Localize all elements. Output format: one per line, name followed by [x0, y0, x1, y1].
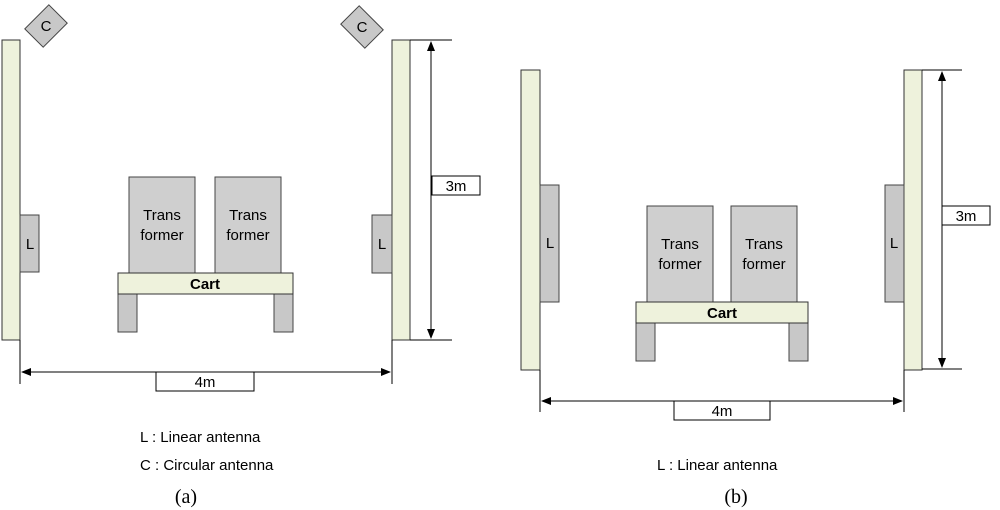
caption-a: (a)	[175, 486, 197, 508]
svg-text:L: L	[890, 235, 898, 252]
height-dimension-b: 3m	[922, 69, 991, 370]
svg-text:3m: 3m	[956, 208, 977, 225]
svg-text:former: former	[140, 227, 183, 244]
width-dimension-a: 4m	[19, 340, 393, 392]
svg-text:Trans: Trans	[229, 207, 267, 224]
transformer-a1: Trans former	[128, 176, 196, 274]
wall-left-b	[520, 69, 541, 371]
width-dimension-b: 4m	[539, 370, 905, 421]
wall-right	[391, 39, 411, 341]
svg-text:former: former	[226, 227, 269, 244]
svg-text:Cart: Cart	[707, 305, 737, 322]
svg-text:former: former	[742, 256, 785, 273]
svg-text:Cart: Cart	[190, 276, 220, 293]
transformer-b1: Trans former	[646, 205, 714, 303]
circular-antenna-right: C	[340, 5, 384, 49]
height-dimension-a: 3m	[410, 39, 481, 341]
panel-b: L L Trans former Trans former Cart	[520, 69, 991, 508]
svg-text:Trans: Trans	[143, 207, 181, 224]
linear-antenna-left-b: L	[539, 184, 560, 303]
svg-text:former: former	[658, 256, 701, 273]
linear-antenna-left: L	[19, 214, 40, 273]
transformer-a2: Trans former	[214, 176, 282, 274]
wall-left	[1, 39, 21, 341]
caption-b: (b)	[724, 486, 747, 508]
svg-text:C: C	[357, 19, 368, 36]
linear-antenna-right-b: L	[884, 184, 905, 303]
svg-text:L: L	[378, 236, 386, 253]
circular-antenna-left: C	[24, 4, 68, 48]
legend-circular-a: C : Circular antenna	[140, 457, 274, 474]
svg-text:L: L	[546, 235, 554, 252]
svg-text:4m: 4m	[712, 403, 733, 420]
svg-text:4m: 4m	[195, 374, 216, 391]
legend-linear-a: L : Linear antenna	[140, 429, 261, 446]
svg-text:Trans: Trans	[745, 236, 783, 253]
svg-text:C: C	[41, 18, 52, 35]
svg-text:L: L	[26, 236, 34, 253]
wall-right-b	[903, 69, 923, 371]
transformer-b2: Trans former	[730, 205, 798, 303]
linear-antenna-right: L	[371, 214, 393, 274]
cart-a: Cart	[117, 272, 294, 333]
svg-text:Trans: Trans	[661, 236, 699, 253]
panel-a: C C L L Trans former Trans former	[1, 4, 481, 508]
cart-b: Cart	[635, 301, 809, 362]
svg-text:3m: 3m	[446, 178, 467, 195]
legend-linear-b: L : Linear antenna	[657, 457, 778, 474]
